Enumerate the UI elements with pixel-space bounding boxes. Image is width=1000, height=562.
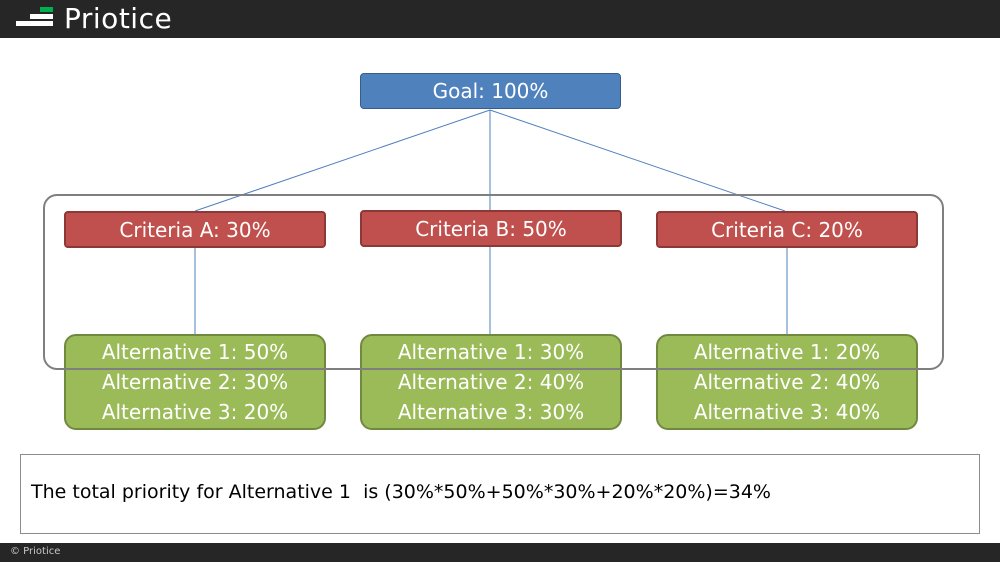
top-bar: Priotice xyxy=(0,0,1000,38)
priority-note-box: The total priority for Alternative 1 is … xyxy=(20,454,980,534)
alternative-line: Alternative 1: 50% xyxy=(101,340,289,364)
criteria-group-frame xyxy=(43,194,944,370)
brand-name: Priotice xyxy=(64,2,173,35)
stacked-bars-logo-icon xyxy=(16,7,53,26)
alternatives-node-a: Alternative 1: 50% Alternative 2: 30% Al… xyxy=(64,334,326,430)
alternative-line: Alternative 1: 30% xyxy=(397,340,585,364)
alternative-line: Alternative 3: 40% xyxy=(693,400,881,424)
priority-note-text: The total priority for Alternative 1 is … xyxy=(31,481,771,503)
alternative-line: Alternative 2: 40% xyxy=(693,370,881,394)
alternative-line: Alternative 1: 20% xyxy=(693,340,881,364)
criteria-a-node: Criteria A: 30% xyxy=(64,211,326,248)
goal-node: Goal: 100% xyxy=(360,73,621,109)
alternative-line: Alternative 2: 30% xyxy=(101,370,289,394)
alternatives-node-b: Alternative 1: 30% Alternative 2: 40% Al… xyxy=(360,334,622,430)
alternatives-node-c: Alternative 1: 20% Alternative 2: 40% Al… xyxy=(656,334,918,430)
bottom-bar: © Priotice xyxy=(0,543,1000,562)
criteria-c-node: Criteria C: 20% xyxy=(656,211,918,248)
alternative-line: Alternative 2: 40% xyxy=(397,370,585,394)
alternative-line: Alternative 3: 30% xyxy=(397,400,585,424)
criteria-b-node: Criteria B: 50% xyxy=(360,210,622,247)
alternative-line: Alternative 3: 20% xyxy=(101,400,289,424)
copyright-text: © Priotice xyxy=(10,546,61,557)
